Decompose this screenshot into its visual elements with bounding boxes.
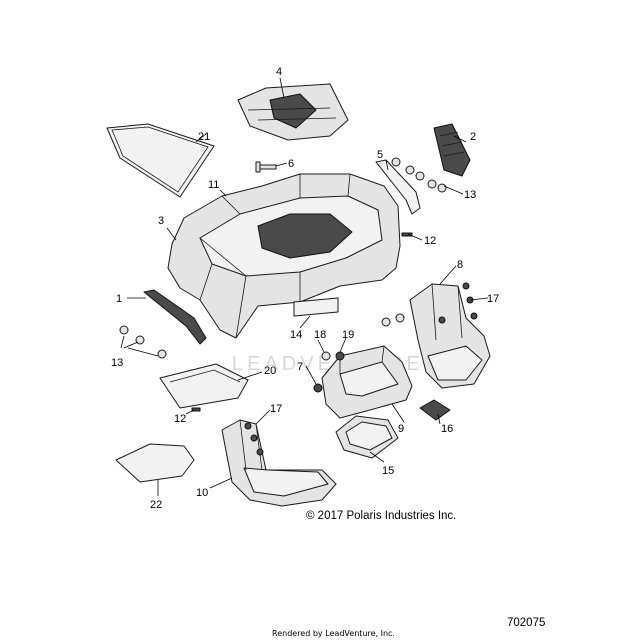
part-17-bolts-lower xyxy=(244,422,264,456)
callout-labels: 4 2 21 5 6 11 13 3 12 8 1 17 14 18 19 13… xyxy=(111,66,499,511)
part-19-nut xyxy=(335,351,345,361)
part-20-mat xyxy=(159,363,249,409)
part-21-mat xyxy=(106,123,215,198)
part-1-side-trim xyxy=(143,289,207,345)
part-12-screw-upper xyxy=(401,232,413,237)
part-15-lid xyxy=(335,415,399,459)
part-4-cover xyxy=(237,83,349,141)
callout-16: 16 xyxy=(441,423,453,435)
part-14-label xyxy=(293,297,339,317)
callout-20: 20 xyxy=(264,365,276,377)
callout-13: 13 xyxy=(464,189,476,201)
leader-lines xyxy=(120,77,489,496)
part-16-latch xyxy=(419,399,451,421)
callout-2: 2 xyxy=(470,131,476,143)
part-12-screw-lower xyxy=(191,407,201,412)
callout-12-lower: 12 xyxy=(174,413,186,425)
part-8-storage-bin xyxy=(409,283,491,389)
callout-6: 6 xyxy=(288,158,294,170)
part-7-washer xyxy=(313,383,323,393)
callout-4: 4 xyxy=(276,66,282,78)
callout-19: 19 xyxy=(342,329,354,341)
callout-17-lower: 17 xyxy=(270,403,282,415)
callout-10: 10 xyxy=(196,487,208,499)
callout-21: 21 xyxy=(198,131,210,143)
part-18-washer xyxy=(321,351,331,361)
callout-17: 17 xyxy=(487,293,499,305)
washers-near-bin-8 xyxy=(381,313,405,327)
rendered-by-text: Rendered by LeadVenture, Inc. xyxy=(272,629,395,638)
callout-8: 8 xyxy=(457,259,463,271)
part-2-grille xyxy=(433,123,471,177)
callout-18: 18 xyxy=(314,329,326,341)
clip-fasteners-upper xyxy=(391,157,447,193)
callout-1: 1 xyxy=(116,293,122,305)
callout-12: 12 xyxy=(424,235,436,247)
part-10-storage-bin xyxy=(221,419,337,507)
part-13-fasteners-lower xyxy=(119,325,167,359)
callout-11: 11 xyxy=(208,179,219,191)
callout-7: 7 xyxy=(297,361,303,373)
callout-3: 3 xyxy=(158,215,164,227)
part-9-center-bin xyxy=(321,345,413,419)
callout-15: 15 xyxy=(382,465,394,477)
copyright-text: © 2017 Polaris Industries Inc. xyxy=(306,510,456,522)
callout-22: 22 xyxy=(150,499,162,511)
part-22-mat xyxy=(115,443,195,483)
part-6-bolt xyxy=(255,161,277,173)
callout-5: 5 xyxy=(377,149,383,161)
callout-9: 9 xyxy=(398,423,404,435)
part-3-cargo-box xyxy=(167,173,401,339)
diagram-id: 702075 xyxy=(507,617,545,629)
callout-14: 14 xyxy=(290,329,302,341)
callout-13-lower: 13 xyxy=(111,357,123,369)
